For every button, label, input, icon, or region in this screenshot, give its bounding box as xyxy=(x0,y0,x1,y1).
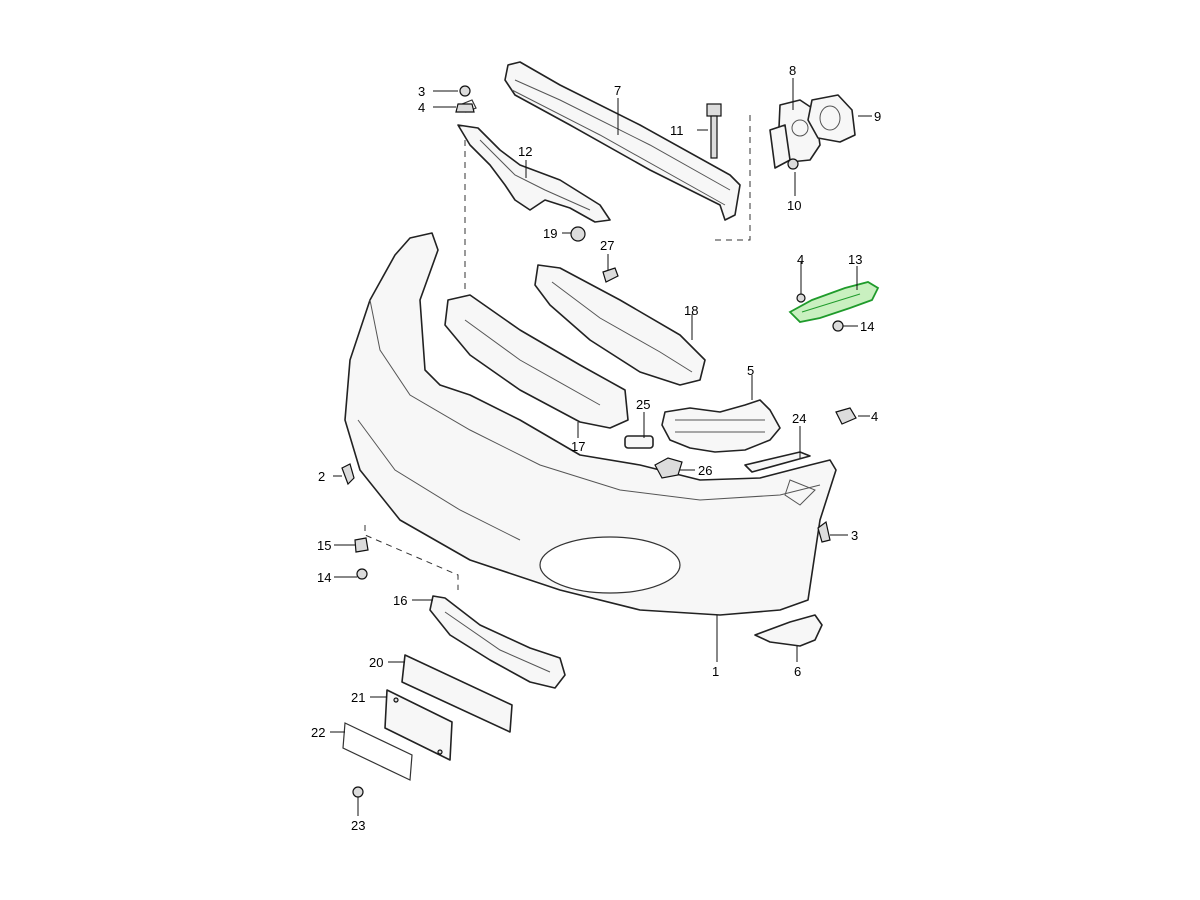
part-bolt-11[interactable] xyxy=(706,103,722,159)
part-nut-19[interactable] xyxy=(570,226,586,242)
part-cap-2[interactable] xyxy=(341,463,355,486)
part-lower-grille-5[interactable] xyxy=(661,399,781,453)
part-grille-17[interactable] xyxy=(444,294,629,429)
part-clip-3-top[interactable] xyxy=(459,85,471,97)
part-clip-26[interactable] xyxy=(654,457,683,479)
part-clip-4-mid[interactable] xyxy=(796,293,806,303)
callout-27: 27 xyxy=(600,238,614,253)
part-lower-insert-16[interactable] xyxy=(429,595,566,689)
part-clip-15[interactable] xyxy=(354,537,369,553)
callout-12: 12 xyxy=(518,144,532,159)
callout-14-left: 14 xyxy=(317,570,331,585)
part-screw-23[interactable] xyxy=(352,786,364,798)
leader-lines xyxy=(330,78,872,816)
callout-26: 26 xyxy=(698,463,712,478)
callout-15: 15 xyxy=(317,538,331,553)
callout-8: 8 xyxy=(789,63,796,78)
callout-19: 19 xyxy=(543,226,557,241)
callout-11: 11 xyxy=(670,123,684,138)
callout-16: 16 xyxy=(393,593,407,608)
callout-20: 20 xyxy=(369,655,383,670)
part-grille-frame-18[interactable] xyxy=(534,264,706,386)
part-clip-4-top[interactable] xyxy=(455,103,475,113)
part-gasket-9[interactable] xyxy=(807,94,856,143)
part-trim-strip-24[interactable] xyxy=(744,451,811,473)
part-screw-14-right[interactable] xyxy=(832,320,844,332)
part-plate-20[interactable] xyxy=(401,654,513,733)
callout-10: 10 xyxy=(787,198,801,213)
part-plate-21[interactable] xyxy=(384,689,453,761)
callout-24: 24 xyxy=(792,411,806,426)
callout-17: 17 xyxy=(571,439,585,454)
callout-21: 21 xyxy=(351,690,365,705)
part-bumper-cover-1[interactable] xyxy=(344,232,837,616)
part-clip-4-right[interactable] xyxy=(835,407,857,425)
part-reinforcement-beam[interactable] xyxy=(504,61,741,221)
callout-3-right: 3 xyxy=(851,528,858,543)
callout-4-mid: 4 xyxy=(797,252,804,267)
part-insert-25[interactable] xyxy=(624,435,654,449)
callout-18: 18 xyxy=(684,303,698,318)
part-guide-bracket-13[interactable] xyxy=(788,281,880,323)
callout-13: 13 xyxy=(848,252,862,267)
part-screw-14-left[interactable] xyxy=(356,568,368,580)
part-screw-10[interactable] xyxy=(787,158,799,170)
callout-22: 22 xyxy=(311,725,325,740)
part-screw-27[interactable] xyxy=(602,267,619,283)
callout-1: 1 xyxy=(712,664,719,679)
callout-3-top: 3 xyxy=(418,84,425,99)
part-plate-22[interactable] xyxy=(342,722,413,781)
callout-4-right: 4 xyxy=(871,409,878,424)
callout-7: 7 xyxy=(614,83,621,98)
callout-6: 6 xyxy=(794,664,801,679)
callout-25: 25 xyxy=(636,397,650,412)
callout-4-top: 4 xyxy=(418,100,425,115)
callout-14-right: 14 xyxy=(860,319,874,334)
callout-23: 23 xyxy=(351,818,365,833)
callout-5: 5 xyxy=(747,363,754,378)
callout-labels: 1 2 3 3 4 4 4 5 6 7 8 9 10 11 12 13 14 1… xyxy=(311,63,881,833)
callout-2: 2 xyxy=(318,469,325,484)
alignment-lines xyxy=(364,115,751,590)
callout-9: 9 xyxy=(874,109,881,124)
part-clip-3-right[interactable] xyxy=(817,520,831,543)
part-trim-6[interactable] xyxy=(754,614,823,647)
